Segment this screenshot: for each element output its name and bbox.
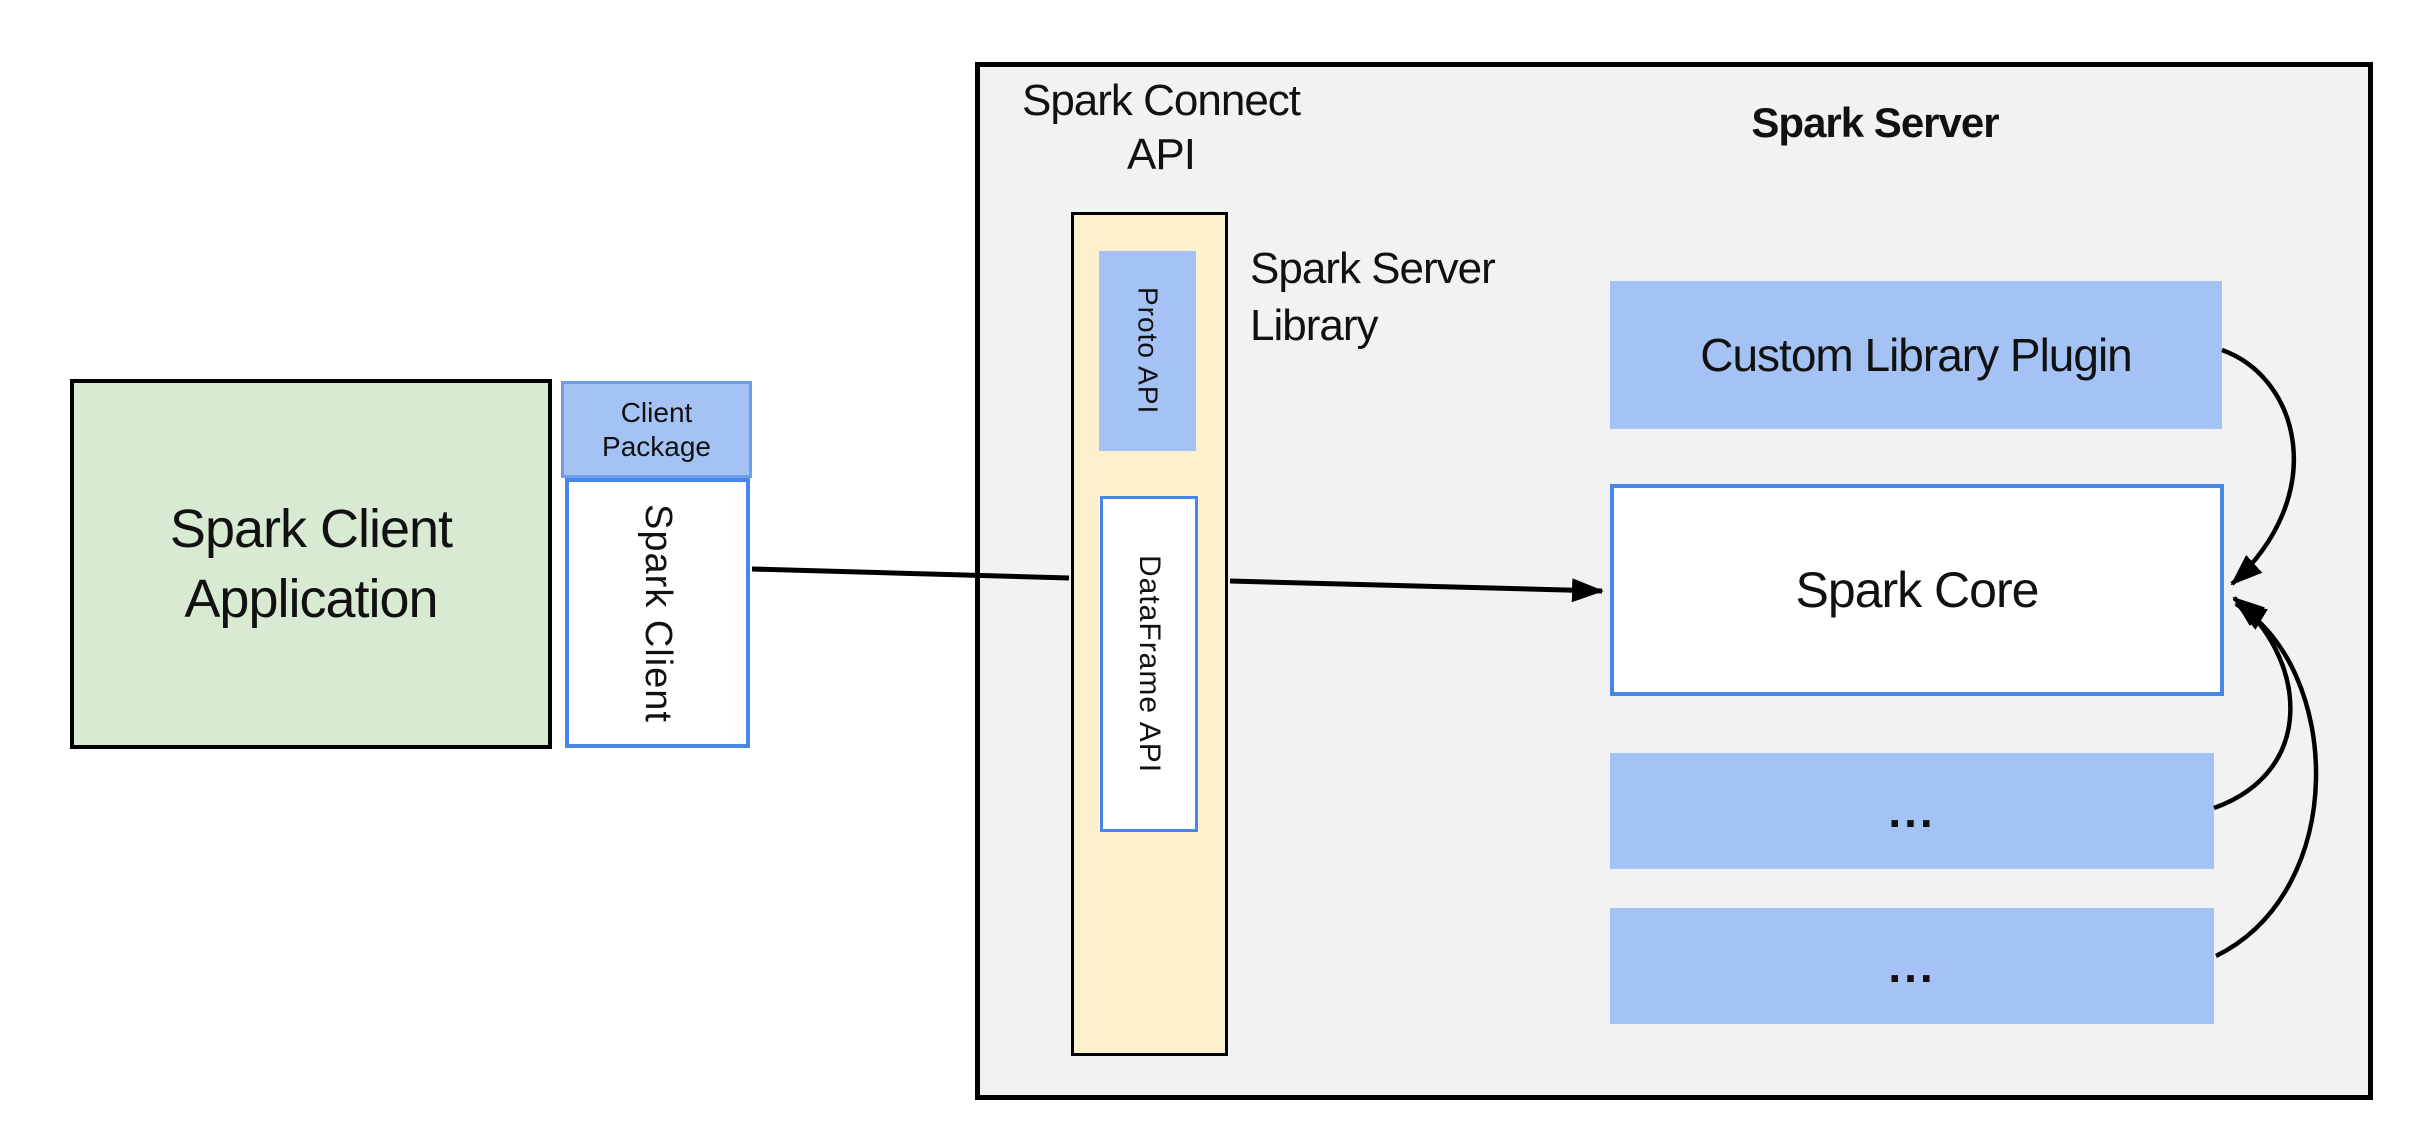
client-package-box: Client Package (561, 381, 752, 478)
spark-server-title: Spark Server (1751, 99, 1999, 146)
spark-client-application-label: Spark Client Application (169, 499, 453, 629)
ellipsis-box-1: ... (1610, 753, 2214, 869)
dataframe-api-box: DataFrame API (1100, 496, 1198, 832)
spark-client-application-box (70, 379, 552, 749)
spark-client-label: Spark Client (637, 503, 679, 723)
spark-client-box: Spark Client (565, 478, 750, 748)
proto-api-box: Proto API (1099, 251, 1196, 451)
dataframe-api-label: DataFrame API (1133, 554, 1166, 774)
custom-library-plugin-box: Custom Library Plugin (1610, 281, 2222, 429)
proto-api-label: Proto API (1132, 287, 1164, 415)
ellipsis-box-2: ... (1610, 908, 2214, 1024)
spark-core-box: Spark Core (1610, 484, 2224, 696)
spark-connect-api-title: Spark Connect API (1021, 76, 1301, 179)
spark-server-library-label: Spark Server Library (1250, 244, 1496, 350)
